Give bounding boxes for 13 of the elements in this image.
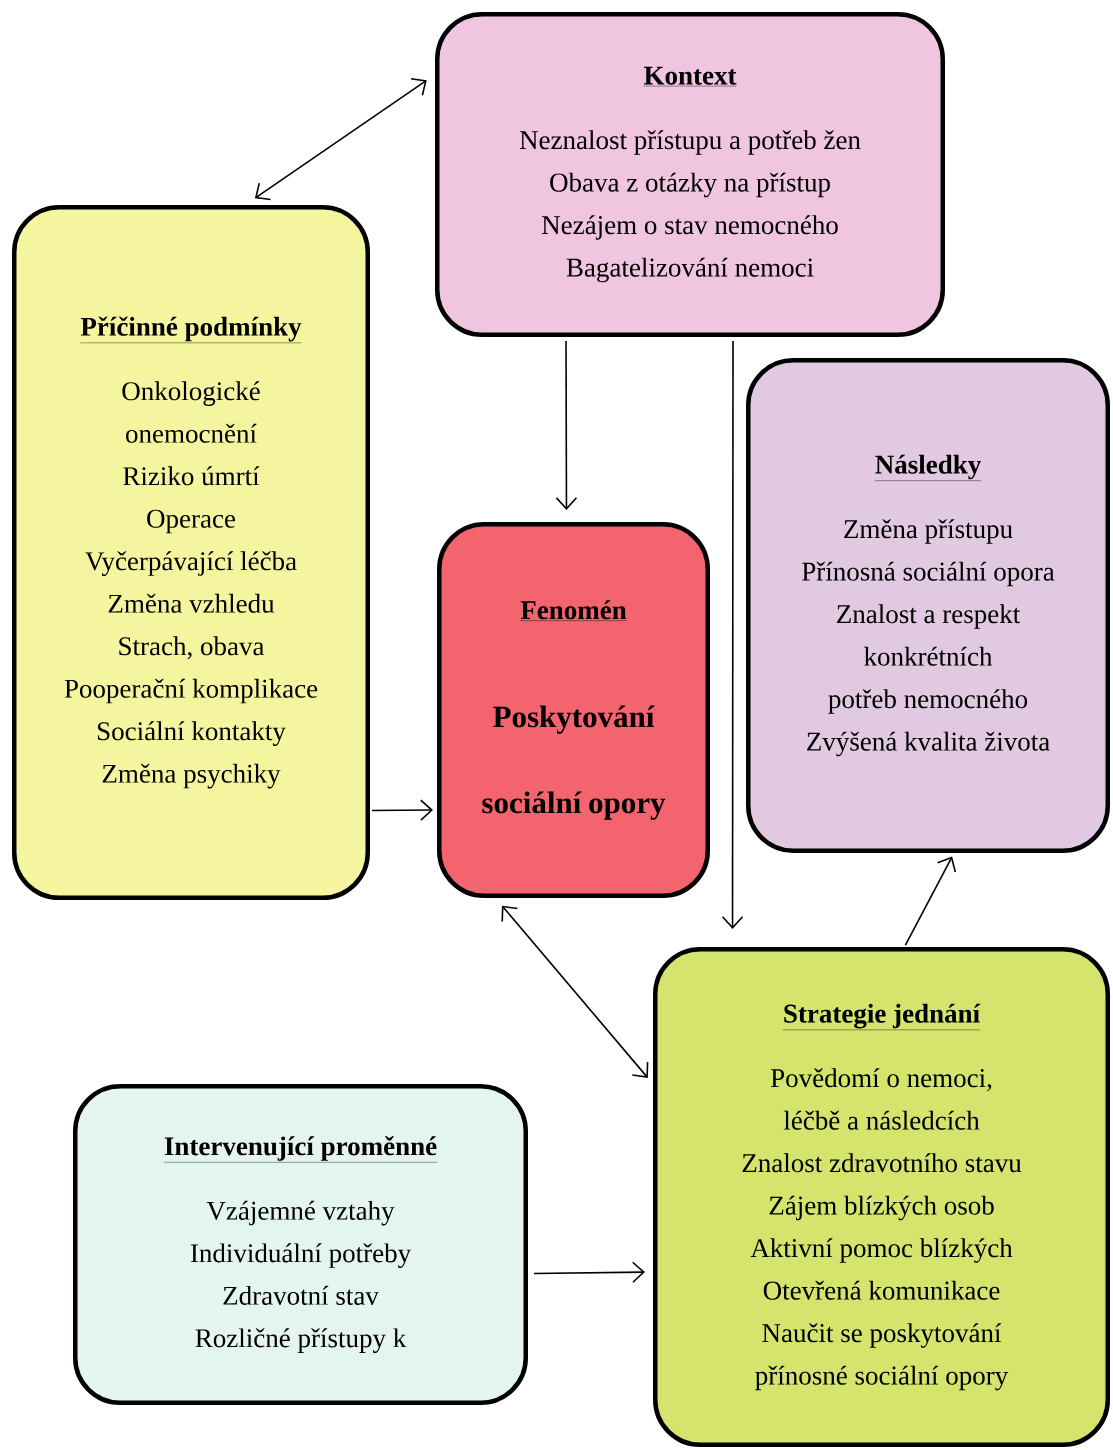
text-box: Příčinné podmínky Onkologické onemocnění Riziko úmrtí Operace Vyčerpávající léčba Změna vzhledu Strach, obava Pooperační komplikace Sociální kontakty Změna psychiky [12, 205, 370, 900]
text-box: Intervenující proměnné Vzájemné vztahy Individuální potřeby Zdravotní stav Rozličné přístupy k [73, 1084, 528, 1405]
text-box: Následky Změna přístupu Přínosná sociální opora Znalost a respekt konkrétních potřeb nemocného Zvýšená kvalita života [746, 358, 1110, 853]
arrow [371, 799, 433, 821]
text-box: Fenomén Poskytování sociální opory [437, 522, 710, 898]
arrow [501, 905, 649, 1078]
arrow [721, 340, 744, 929]
arrow [555, 340, 578, 510]
arrow [254, 78, 427, 201]
text-box: Kontext Neznalost přístupu a potřeb žen Obava z otázky na přístup Nezájem o stav nemocného Bagatelizování nemoci [435, 12, 945, 337]
text-box: Strategie jednání Povědomí o nemoci, léčbě a následcích Znalost zdravotního stavu Zájem blízkých osob Aktivní pomoc blízkých Otevřená komunikace Naučit se poskytování přínosné sociální opory [653, 947, 1110, 1447]
arrow [533, 1261, 645, 1284]
arrow [904, 856, 957, 947]
